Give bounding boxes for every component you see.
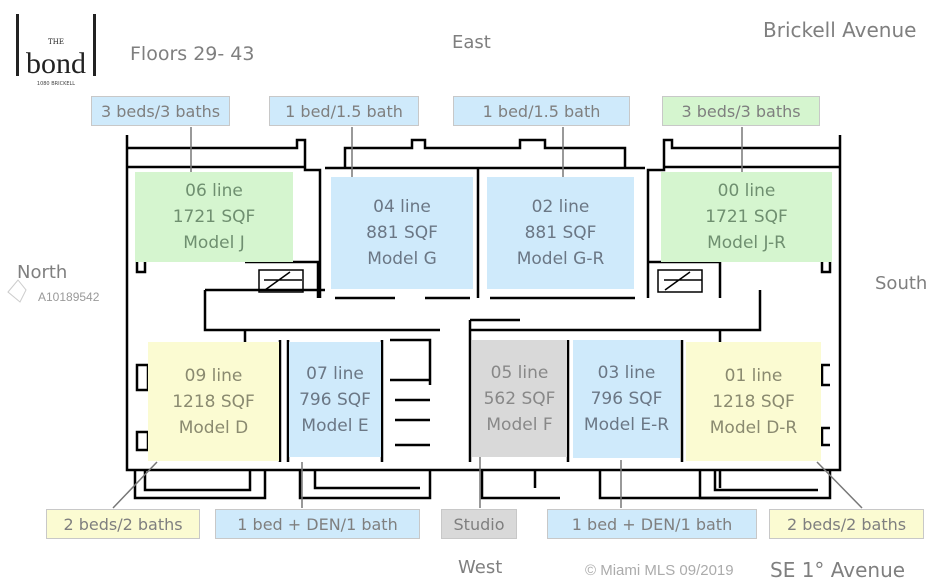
unit-model: Model D	[178, 417, 249, 438]
compass-north: North	[17, 262, 68, 283]
unit-sqf: 1218 SQF	[712, 391, 795, 412]
bottom-street-label: SE 1° Avenue	[770, 558, 906, 582]
unit-sqf: 796 SQF	[590, 389, 663, 409]
unit-line: 04 line	[373, 197, 431, 217]
unit-model: Model E	[301, 415, 369, 436]
watermark-id: A10189542	[38, 290, 100, 304]
compass-east: East	[452, 32, 491, 53]
unit-line: 02 line	[531, 197, 590, 217]
bottom-tag-03: 1 bed + DEN/1 bath	[547, 509, 757, 539]
unit-line: 01 line	[724, 365, 783, 386]
unit-model: Model G	[367, 249, 437, 269]
unit-model: Model J-R	[707, 233, 786, 253]
top-tag-04: 1 bed/1.5 bath	[269, 96, 419, 126]
leader-line	[816, 461, 863, 509]
unit-05-line[interactable]: 05 line 562 SQF Model F	[472, 340, 567, 457]
logo-the: THE	[48, 38, 64, 46]
unit-09-line[interactable]: 09 line 1218 SQF Model D	[148, 342, 279, 461]
unit-sqf: 796 SQF	[299, 389, 371, 410]
compass-west: West	[458, 557, 503, 578]
bottom-tag-01: 2 beds/2 baths	[769, 509, 924, 539]
top-tag-00: 3 beds/3 baths	[662, 96, 820, 126]
unit-sqf: 1721 SQF	[172, 207, 256, 227]
floors-label: Floors 29- 43	[130, 43, 255, 65]
top-tag-06: 3 beds/3 baths	[91, 96, 230, 126]
logo-name: bond	[26, 47, 86, 80]
unit-model: Model F	[486, 414, 553, 435]
unit-line: 03 line	[597, 363, 656, 383]
unit-sqf: 881 SQF	[366, 223, 438, 243]
unit-sqf: 562 SQF	[483, 388, 556, 409]
compass-south: South	[875, 273, 928, 294]
logo-bar-left	[16, 14, 19, 76]
unit-line: 07 line	[306, 363, 364, 384]
unit-sqf: 1218 SQF	[172, 391, 255, 412]
unit-03-line[interactable]: 03 line 796 SQF Model E-R	[573, 340, 680, 458]
bottom-tag-05: Studio	[441, 509, 517, 539]
unit-06-line[interactable]: 06 line 1721 SQF Model J	[135, 172, 293, 262]
unit-sqf: 881 SQF	[524, 223, 597, 243]
bottom-tag-09: 2 beds/2 baths	[46, 509, 200, 539]
unit-model: Model D-R	[709, 417, 798, 438]
unit-01-line[interactable]: 01 line 1218 SQF Model D-R	[686, 342, 821, 461]
unit-line: 00 line	[717, 181, 776, 201]
logo: THE bond 1080 BRICKELL	[12, 12, 100, 92]
unit-00-line[interactable]: 00 line 1721 SQF Model J-R	[661, 172, 832, 262]
watermark-copyright: © Miami MLS 09/2019	[585, 562, 734, 579]
unit-02-line[interactable]: 02 line 881 SQF Model G-R	[487, 177, 634, 289]
street-top-label: Brickell Avenue	[763, 18, 917, 42]
top-tag-02: 1 bed/1.5 bath	[453, 96, 630, 126]
compass-watermark-icon	[7, 279, 27, 303]
unit-line: 05 line	[490, 362, 549, 383]
unit-sqf: 1721 SQF	[705, 207, 788, 227]
bottom-tag-07: 1 bed + DEN/1 bath	[215, 509, 420, 539]
logo-bar-right	[93, 14, 96, 76]
unit-line: 06 line	[185, 181, 243, 201]
leader-line	[112, 461, 158, 509]
unit-model: Model J	[183, 233, 245, 253]
logo-address: 1080 BRICKELL	[36, 81, 76, 87]
unit-07-line[interactable]: 07 line 796 SQF Model E	[289, 342, 381, 457]
unit-model: Model G-R	[516, 249, 605, 269]
unit-line: 09 line	[184, 365, 243, 386]
unit-04-line[interactable]: 04 line 881 SQF Model G	[331, 177, 473, 289]
unit-model: Model E-R	[583, 415, 670, 435]
